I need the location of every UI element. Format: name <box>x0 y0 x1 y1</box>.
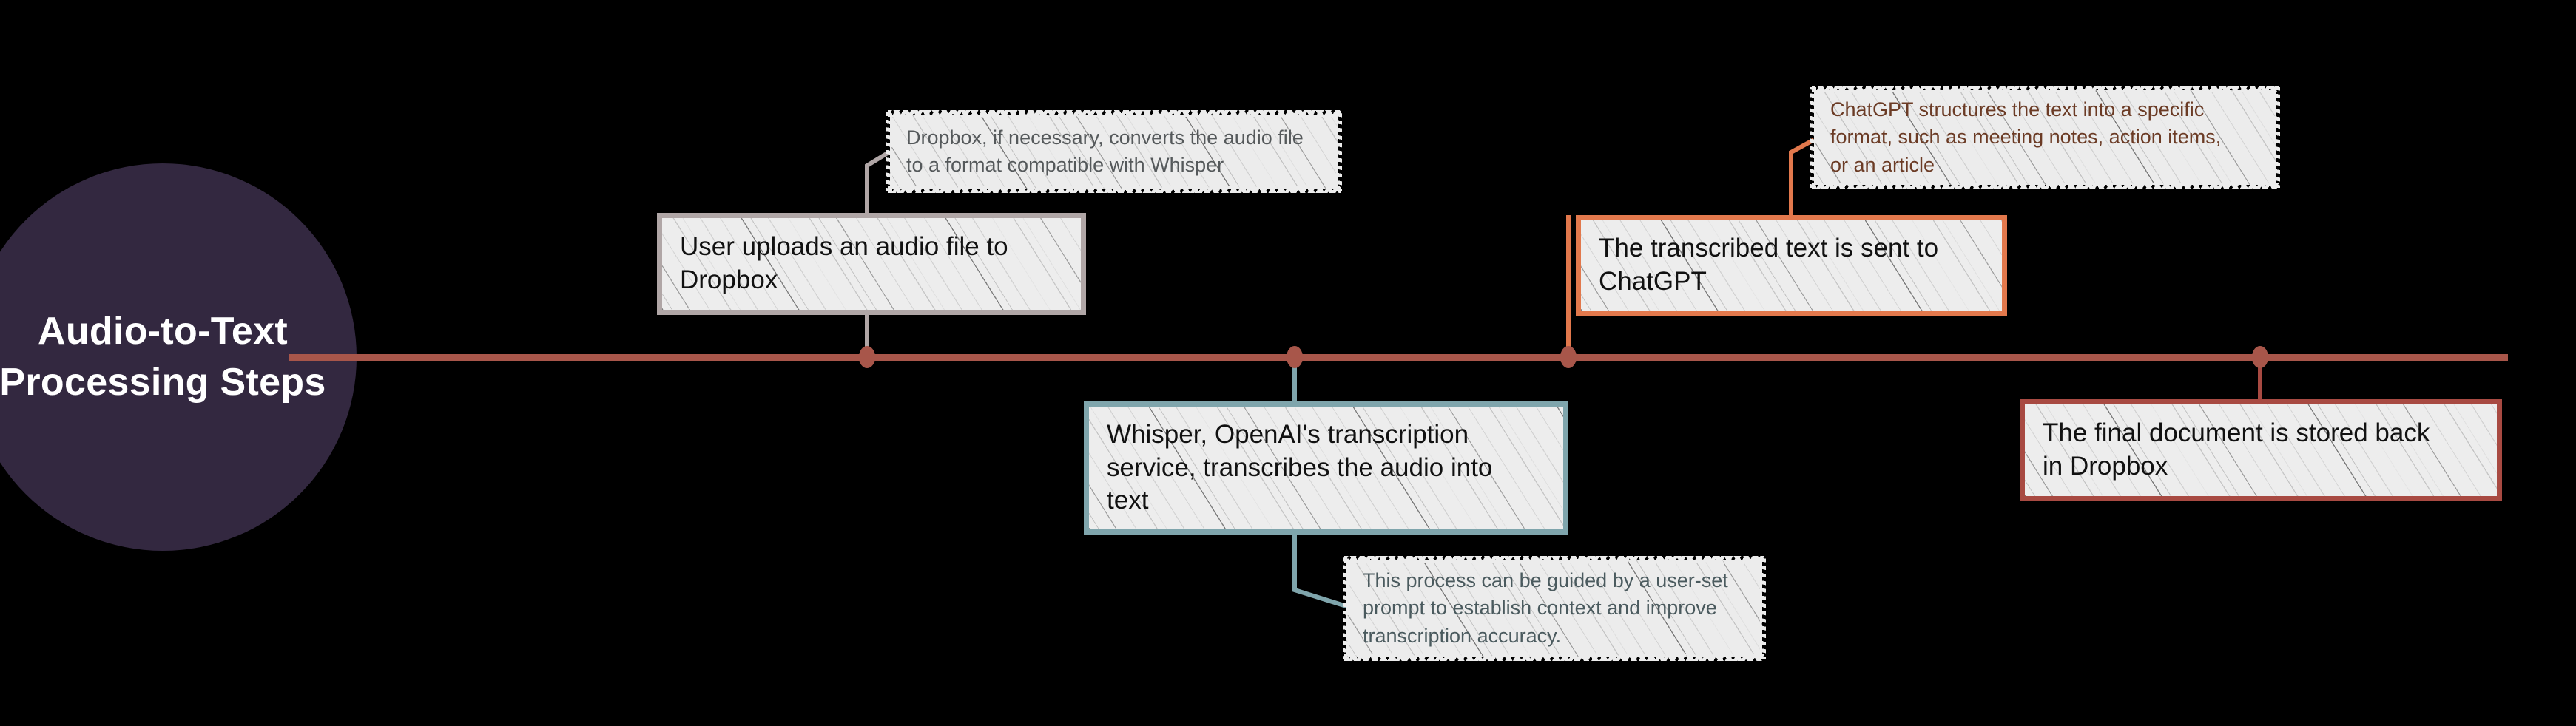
timeline-axis <box>289 354 2508 361</box>
torn-edge-right <box>2274 87 2280 188</box>
timeline-node-stored[interactable] <box>2252 346 2268 368</box>
note-chatgpt-format[interactable]: ChatGPT structures the text into a speci… <box>1810 86 2280 189</box>
note-label: Dropbox, if necessary, converts the audi… <box>906 126 1304 176</box>
milestone-label: The final document is stored back in Dro… <box>2043 418 2430 481</box>
timeline-node-chatgpt[interactable] <box>1560 346 1577 368</box>
milestone-whisper[interactable]: Whisper, OpenAI's transcription service,… <box>1084 401 1568 535</box>
milestone-label: Whisper, OpenAI's transcription service,… <box>1107 419 1493 515</box>
torn-edge-left <box>1810 87 1816 188</box>
conn-whisper-note <box>1292 535 1347 608</box>
note-label: ChatGPT structures the text into a speci… <box>1830 98 2222 176</box>
timeline-node-upload[interactable] <box>859 346 875 368</box>
milestone-chatgpt[interactable]: The transcribed text is sent to ChatGPT <box>1576 215 2007 316</box>
timeline-node-whisper[interactable] <box>1287 346 1303 368</box>
milestone-upload[interactable]: User uploads an audio file to Dropbox <box>657 213 1086 315</box>
milestone-label: User uploads an audio file to Dropbox <box>680 232 1008 294</box>
note-dropbox-convert[interactable]: Dropbox, if necessary, converts the audi… <box>886 110 1342 193</box>
milestone-label: The transcribed text is sent to ChatGPT <box>1599 234 1939 296</box>
note-label: This process can be guided by a user-set… <box>1363 569 1728 647</box>
torn-edge-right <box>1760 557 1766 659</box>
torn-edge-right <box>1336 112 1342 191</box>
milestone-stored[interactable]: The final document is stored back in Dro… <box>2020 399 2502 501</box>
note-user-prompt[interactable]: This process can be guided by a user-set… <box>1343 556 1766 661</box>
torn-edge-left <box>1343 557 1349 659</box>
page-title: Audio-to-Text Processing Steps <box>0 310 326 404</box>
